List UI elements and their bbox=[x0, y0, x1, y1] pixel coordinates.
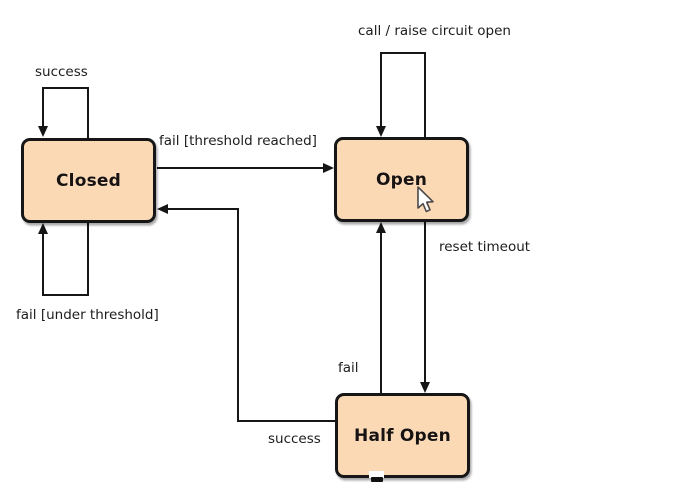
transition-label-reset-timeout: reset timeout bbox=[439, 239, 531, 255]
transition-label-fail-under-threshold: fail [under threshold] bbox=[16, 307, 159, 323]
state-label-half-open: Half Open bbox=[354, 425, 451, 446]
transition-label-call-raise-circuit-open: call / raise circuit open bbox=[358, 23, 511, 39]
arrowhead-up-icon bbox=[38, 223, 48, 234]
edge-segment bbox=[380, 52, 426, 54]
edge-segment bbox=[157, 167, 324, 169]
edge-segment bbox=[87, 88, 89, 138]
edge-segment bbox=[238, 420, 335, 422]
edge-segment bbox=[380, 53, 382, 128]
arrowhead-down-icon bbox=[376, 126, 386, 137]
state-label-open: Open bbox=[375, 169, 428, 190]
transition-label-success-closed: success bbox=[35, 64, 88, 80]
arrowhead-down-icon bbox=[38, 126, 48, 137]
edge-segment bbox=[237, 209, 239, 422]
arrowhead-left-icon bbox=[157, 204, 168, 214]
transition-label-fail: fail bbox=[338, 360, 359, 376]
arrow-pointer-icon bbox=[415, 186, 437, 220]
edge-segment bbox=[424, 222, 426, 383]
border-notch bbox=[369, 471, 384, 478]
edge-segment bbox=[424, 53, 426, 137]
marker-tick bbox=[371, 477, 383, 482]
arrowhead-right-icon bbox=[323, 163, 334, 173]
edge-segment bbox=[42, 87, 89, 89]
edge-segment bbox=[167, 208, 239, 210]
state-box-half-open: Half Open bbox=[335, 393, 470, 478]
edge-segment bbox=[380, 233, 382, 393]
edge-segment bbox=[42, 233, 44, 294]
edge-segment bbox=[87, 223, 89, 296]
state-box-open: Open bbox=[334, 137, 469, 222]
arrowhead-up-icon bbox=[376, 222, 386, 233]
arrowhead-down-icon bbox=[420, 382, 430, 393]
transition-label-fail-threshold-reached: fail [threshold reached] bbox=[159, 133, 317, 149]
edge-segment bbox=[42, 88, 44, 128]
state-label-closed: Closed bbox=[56, 170, 121, 191]
transition-label-success-halfopen: success bbox=[268, 431, 321, 447]
state-box-closed: Closed bbox=[21, 138, 156, 223]
edge-segment bbox=[42, 294, 89, 296]
